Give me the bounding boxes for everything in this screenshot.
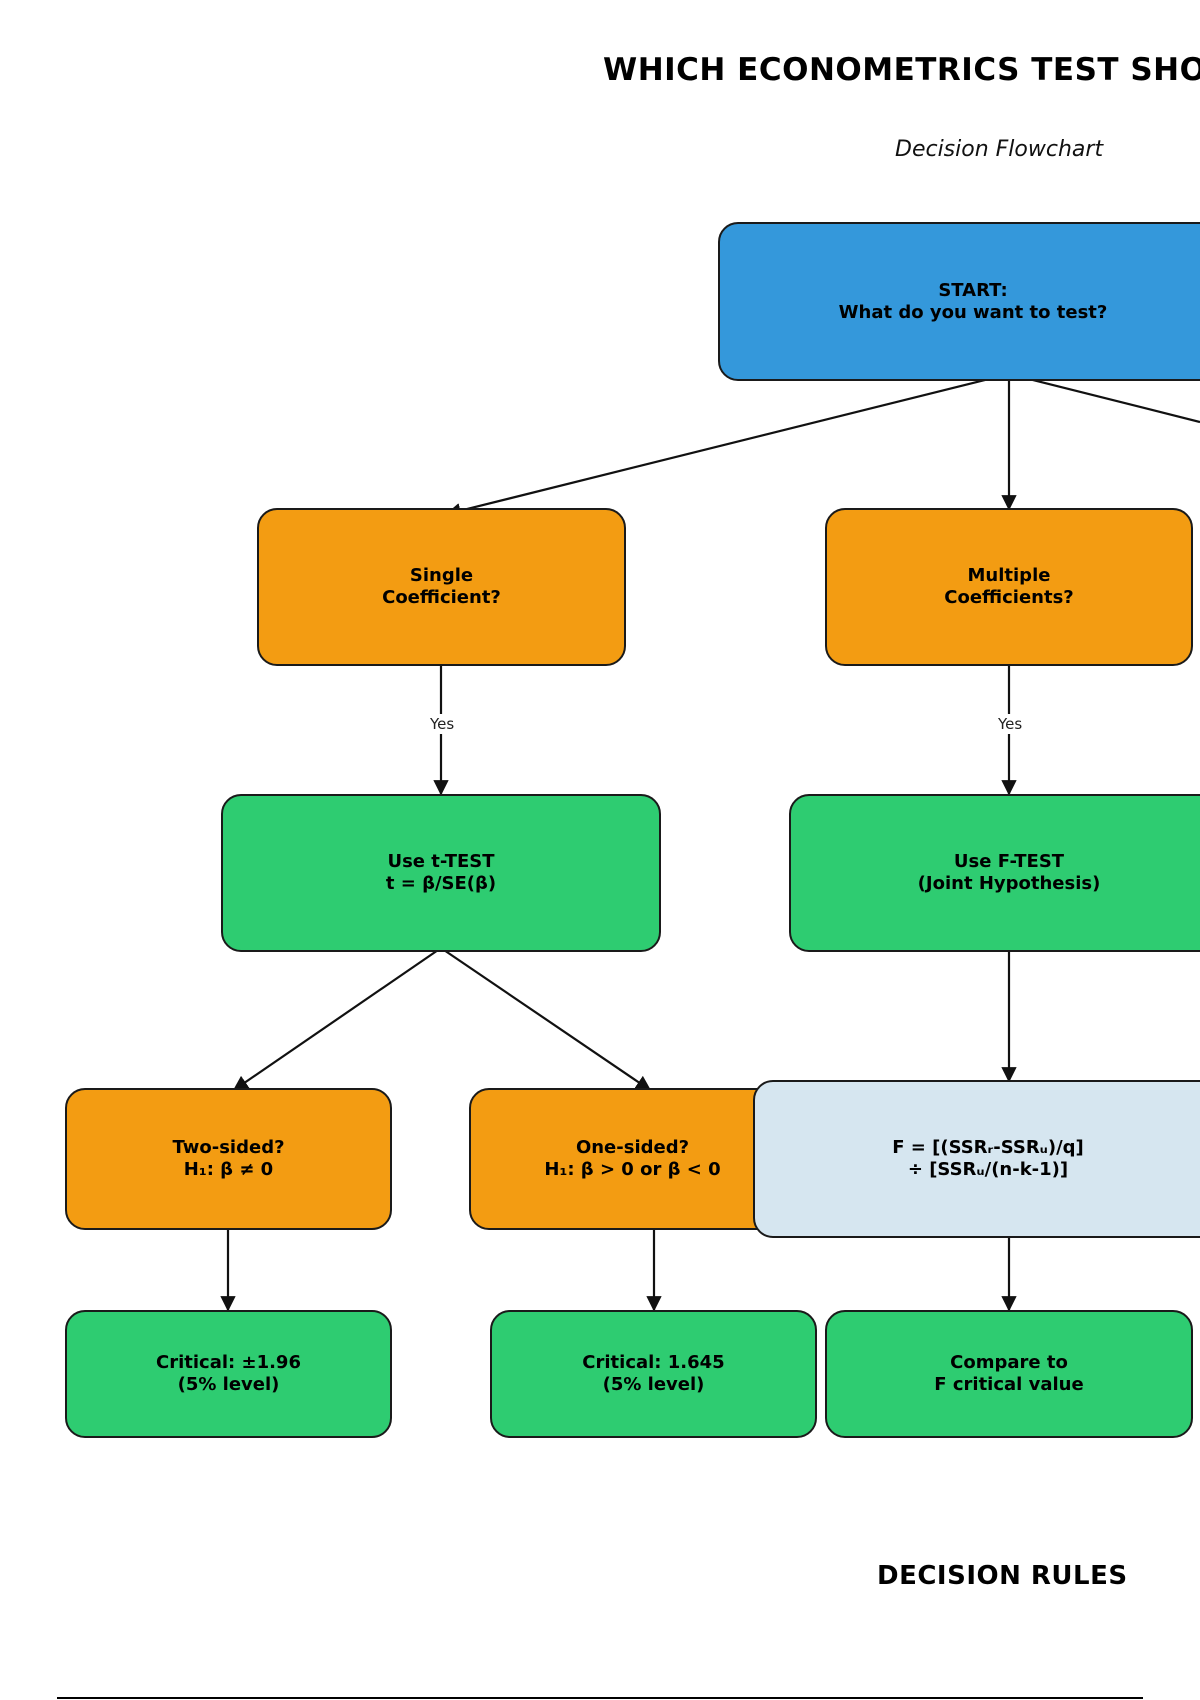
critical-one-sided-label: Critical: 1.645 (5% level) [582, 1352, 725, 1395]
start-node-label: START: What do you want to test? [838, 279, 1108, 323]
critical-two-sided-label: Critical: ±1.96 (5% level) [156, 1352, 301, 1395]
decision-rules-title: DECISION RULES [877, 1561, 1128, 1591]
critical-two-sided-node: Critical: ±1.96 (5% level) [65, 1310, 392, 1438]
edge-label-yes-multiple: Yes [996, 714, 1025, 734]
f-formula-node: F = [(SSRᵣ-SSRᵤ)/q] ÷ [SSRᵤ/(n-k-1)] [753, 1080, 1200, 1238]
t-test-label: Use t-TEST t = β/SE(β) [385, 851, 497, 894]
compare-f-critical-label: Compare to F critical value [934, 1352, 1084, 1395]
two-sided-node: Two-sided? H₁: β ≠ 0 [65, 1088, 392, 1230]
one-sided-label: One-sided? H₁: β > 0 or β < 0 [544, 1137, 721, 1180]
edge-ttest-onesided [440, 947, 652, 1091]
single-coefficient-node: Single Coefficient? [257, 508, 626, 666]
one-sided-node: One-sided? H₁: β > 0 or β < 0 [469, 1088, 796, 1230]
page-title: WHICH ECONOMETRICS TEST SHO [603, 52, 1200, 88]
single-coefficient-label: Single Coefficient? [382, 565, 501, 608]
compare-f-critical-node: Compare to F critical value [825, 1310, 1193, 1438]
edge-label-yes-single: Yes [428, 714, 457, 734]
edge-start-single [445, 372, 1010, 519]
edge-start-right [1008, 372, 1200, 424]
edge-ttest-twosided [232, 947, 442, 1091]
page-subtitle: Decision Flowchart [895, 137, 1104, 162]
multiple-coefficients-label: Multiple Coefficients? [944, 565, 1074, 608]
f-test-node: Use F-TEST (Joint Hypothesis) [789, 794, 1200, 952]
multiple-coefficients-node: Multiple Coefficients? [825, 508, 1193, 666]
start-node: START: What do you want to test? [718, 222, 1200, 381]
t-test-node: Use t-TEST t = β/SE(β) [221, 794, 661, 952]
divider-line [57, 1697, 1143, 1699]
two-sided-label: Two-sided? H₁: β ≠ 0 [172, 1137, 285, 1180]
f-formula-label: F = [(SSRᵣ-SSRᵤ)/q] ÷ [SSRᵤ/(n-k-1)] [892, 1137, 1084, 1180]
f-test-label: Use F-TEST (Joint Hypothesis) [917, 851, 1101, 894]
critical-one-sided-node: Critical: 1.645 (5% level) [490, 1310, 817, 1438]
